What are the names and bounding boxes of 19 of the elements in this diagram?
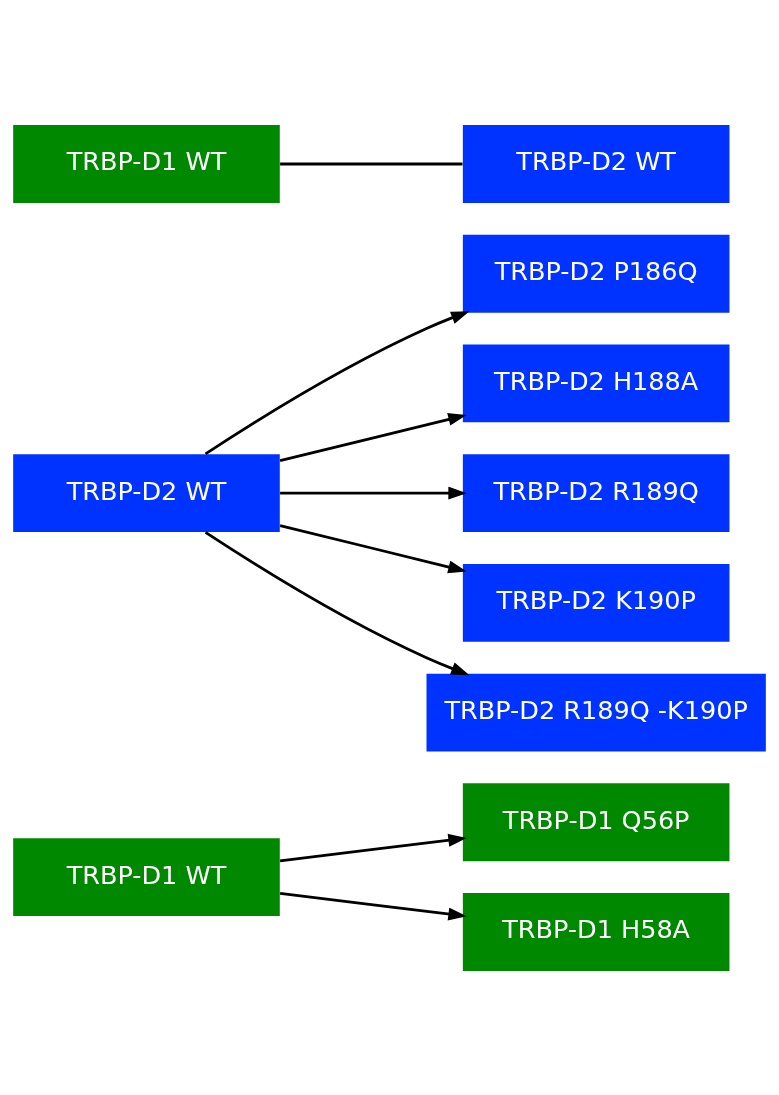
- arrow: [204, 530, 470, 675]
- node-box: TRBP-D2 R189Q: [462, 453, 730, 532]
- connector: [280, 162, 463, 165]
- node-box: TRBP-D2 WT: [13, 453, 280, 532]
- arrow: [279, 833, 467, 862]
- node-box: TRBP-D1 H58A: [462, 892, 730, 971]
- node-box: TRBP-D1 WT: [13, 124, 280, 203]
- node-box: TRBP-D1 WT: [13, 837, 280, 916]
- node-box: TRBP-D2 H188A: [462, 344, 730, 422]
- node-box: TRBP-D2 P186Q: [462, 234, 730, 313]
- arrow: [279, 412, 467, 462]
- arrow: [279, 891, 467, 920]
- node-box: TRBP-D2 K190P: [462, 563, 730, 642]
- node-box: TRBP-D1 Q56P: [462, 782, 730, 861]
- arrow: [279, 523, 467, 573]
- node-box: TRBP-D2 R189Q -K190P: [426, 673, 766, 751]
- arrow: [204, 310, 470, 455]
- node-box: TRBP-D2 WT: [462, 124, 730, 203]
- arrow: [280, 486, 467, 500]
